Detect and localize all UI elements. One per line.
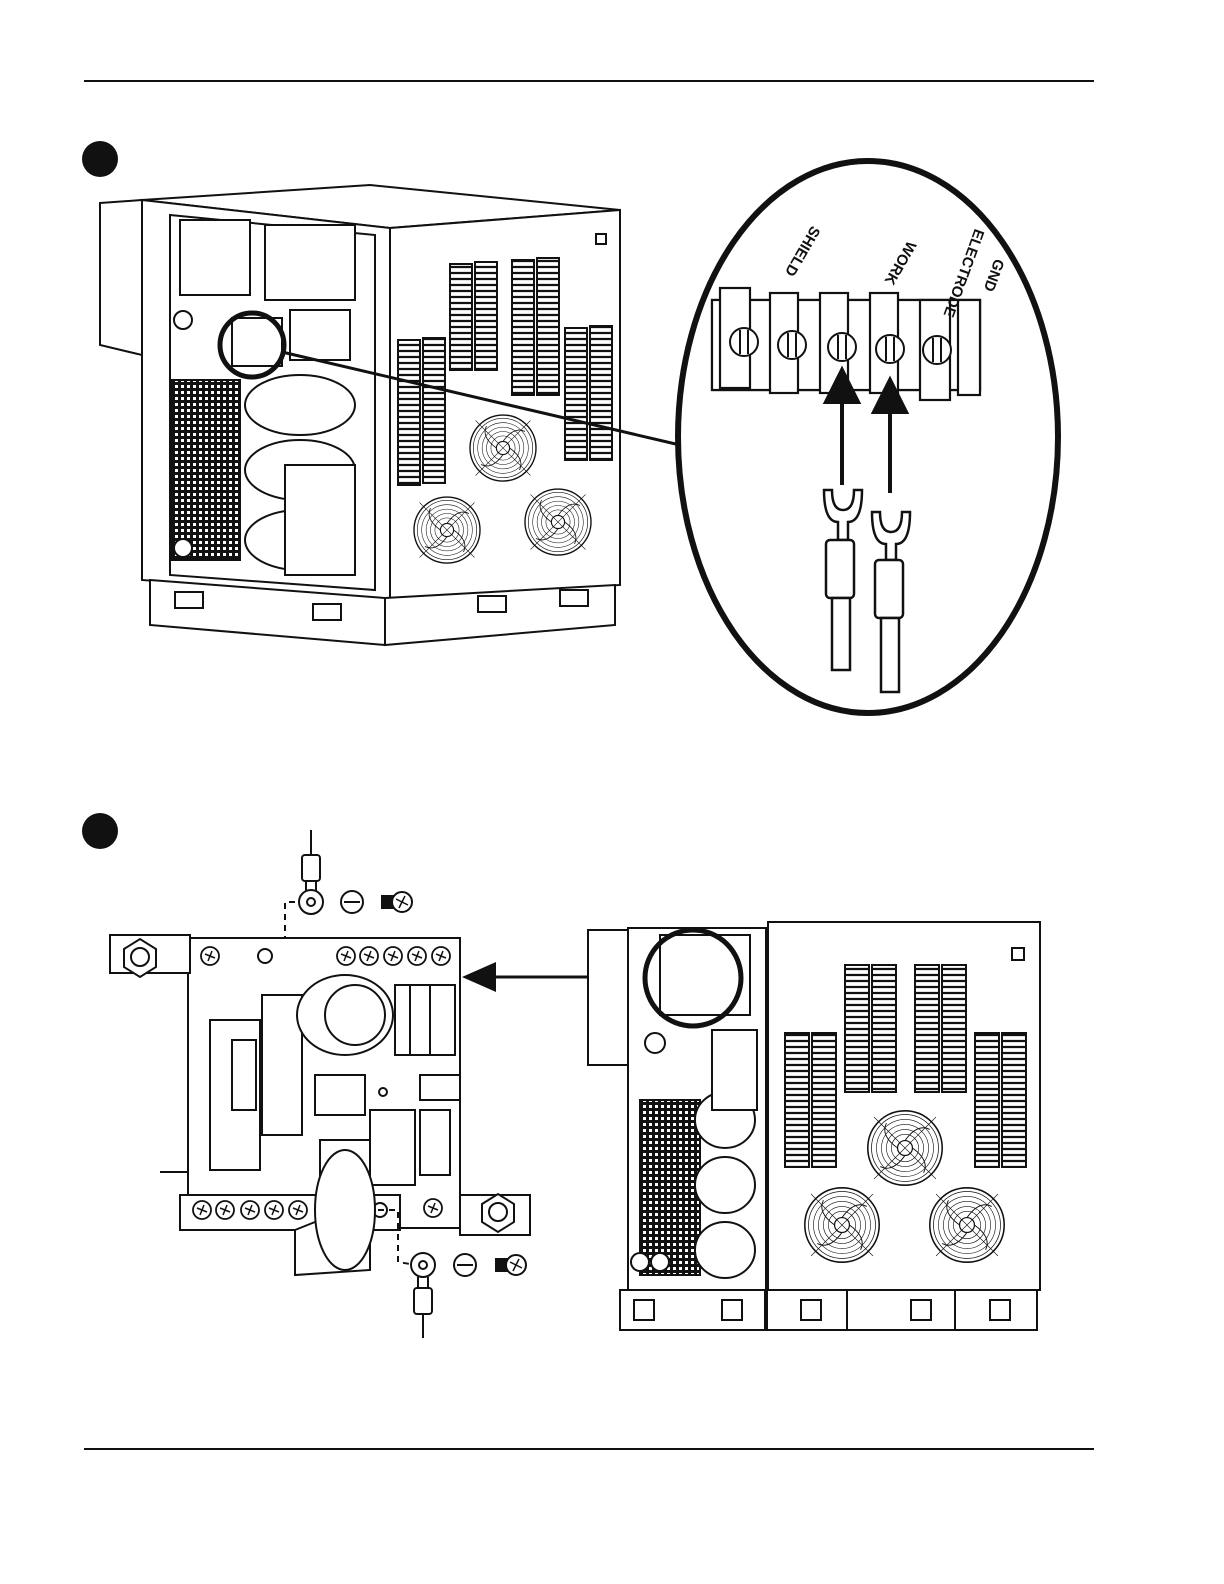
figure-1-power-supply xyxy=(100,185,680,645)
figure-2-pcb-detail xyxy=(110,830,530,1338)
terminal-block-magnifier: SHIELD WORK ELECTRODE GND xyxy=(678,161,1058,713)
figure-2-power-supply xyxy=(588,922,1040,1330)
